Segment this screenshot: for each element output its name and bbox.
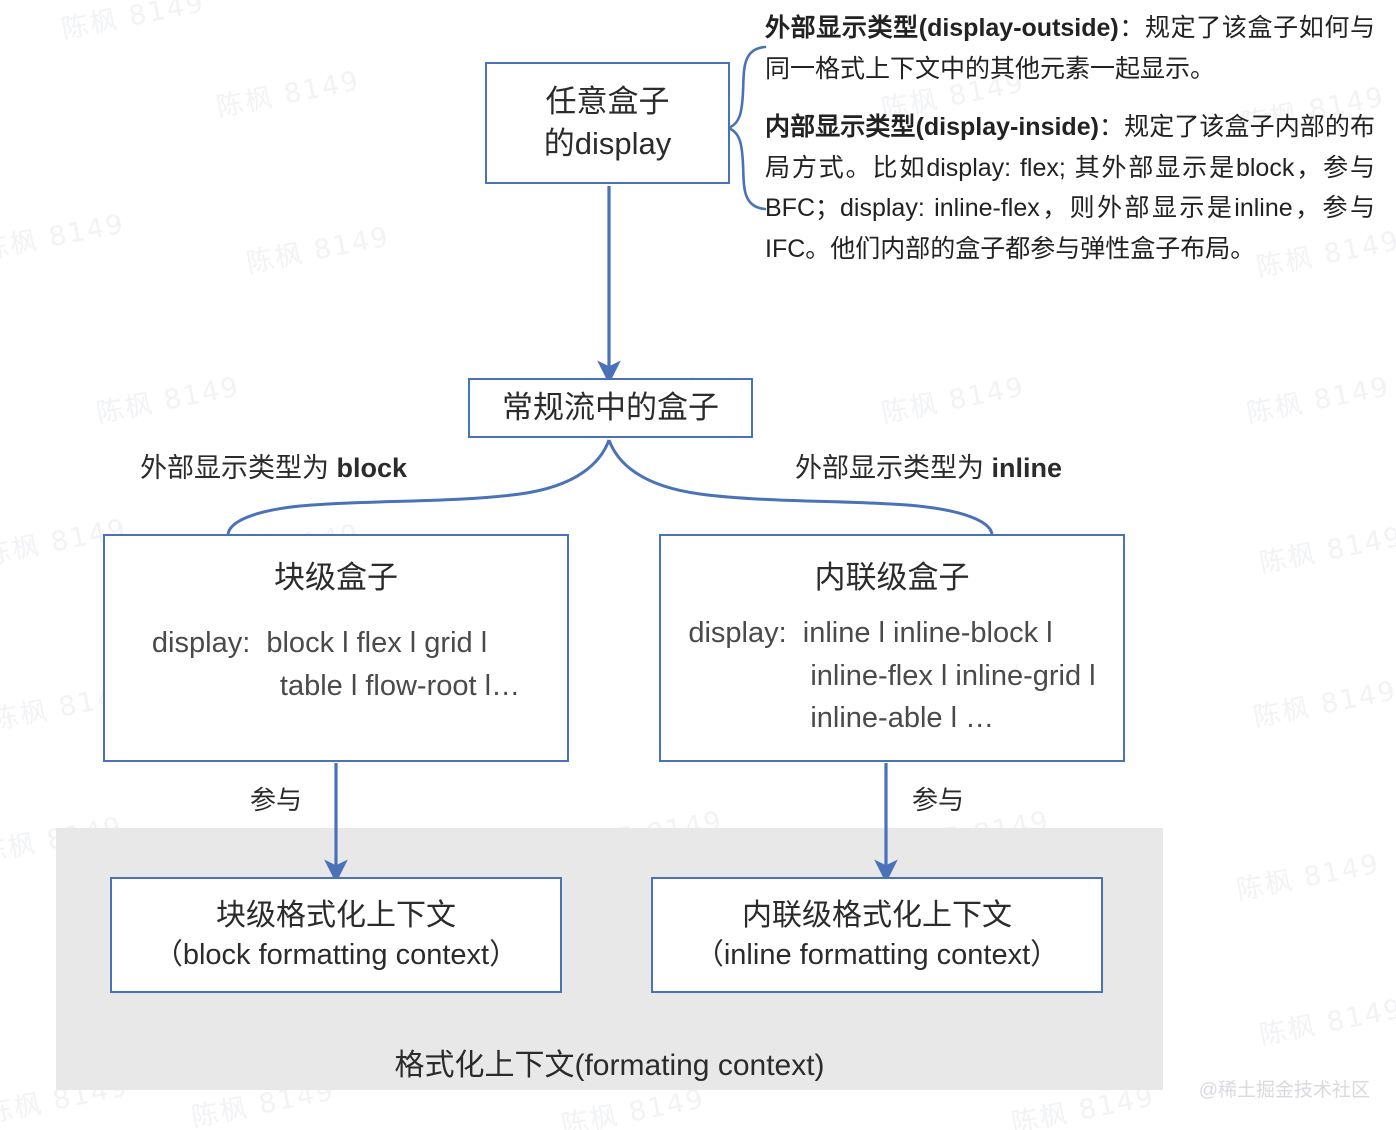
watermark-tile: 陈枫 8149	[93, 371, 243, 430]
edge-label-join-left: 参与	[250, 785, 303, 815]
annotation-display-inside-body: ：规定了该盒子内部的布局方式。比如display: flex; 其外部显示是bl…	[765, 113, 1375, 263]
watermark-tile: 陈枫 8149	[1233, 848, 1383, 907]
watermark-tile: 陈枫 8149	[58, 0, 208, 46]
node-inline-box-display: display: inline l inline-block l inline-…	[688, 612, 1095, 739]
watermark-tile: 陈枫 8149	[878, 371, 1028, 430]
watermark-tile: 陈枫 8149	[213, 65, 363, 124]
node-ifc-line2: （inline formatting context）	[694, 938, 1060, 971]
annotation-display-inside-heading: 内部显示类型(display-inside)	[765, 113, 1099, 141]
annotation-spacer	[765, 89, 1375, 107]
node-block-box-title: 块级盒子	[274, 560, 398, 595]
inline-display-line-1: display: inline l inline-block l	[688, 617, 1053, 650]
edge-label-block-prefix: 外部显示类型为	[140, 453, 337, 483]
node-bfc-line1: 块级格式化上下文	[216, 899, 456, 933]
node-normal-flow[interactable]: 常规流中的盒子	[468, 378, 753, 438]
node-ifc-line1: 内联级格式化上下文	[742, 899, 1012, 933]
annotation-display-outside-heading: 外部显示类型(display-outside)	[765, 14, 1119, 42]
edge-label-inline-prefix: 外部显示类型为	[795, 453, 992, 483]
watermark-tile: 陈枫 8149	[1256, 993, 1396, 1052]
edge-label-join-right: 参与	[912, 785, 965, 815]
watermark-tile: 陈枫 8149	[1243, 371, 1393, 430]
annotation-display-inside: 内部显示类型(display-inside)：规定了该盒子内部的布局方式。比如d…	[765, 107, 1375, 269]
block-display-line-2: table l flow-root l…	[279, 669, 521, 702]
watermark-tile: 陈枫 8149	[0, 208, 128, 267]
node-ifc[interactable]: 内联级格式化上下文 （inline formatting context）	[651, 877, 1103, 993]
node-block-box[interactable]: 块级盒子 display: block l flex l grid l tabl…	[103, 534, 569, 762]
block-display-line-1: display: block l flex l grid l	[151, 627, 488, 660]
node-any-box[interactable]: 任意盒子 的display	[485, 62, 730, 184]
node-bfc-line2: （block formatting context）	[153, 938, 519, 971]
annotation-group: 外部显示类型(display-outside)：规定了该盒子如何与同一格式上下文…	[765, 8, 1375, 269]
node-inline-box-title: 内联级盒子	[814, 560, 970, 595]
watermark-tile: 陈枫 8149	[1256, 521, 1396, 580]
node-block-box-display: display: block l flex l grid l table l f…	[152, 622, 520, 707]
edge-label-inline-value: inline	[991, 453, 1063, 483]
node-inline-box[interactable]: 内联级盒子 display: inline l inline-block l i…	[659, 534, 1125, 762]
inline-display-line-2: inline-flex l inline-grid l	[810, 659, 1096, 692]
watermark-tile: 陈枫 8149	[1250, 675, 1396, 734]
source-watermark: @稀土掘金技术社区	[1198, 1080, 1370, 1101]
annotation-display-outside-body: ：规定了该盒子如何与同一格式上下文中的其他元素一起显示。	[765, 14, 1375, 83]
node-any-box-line1: 任意盒子	[545, 83, 670, 119]
node-normal-flow-label: 常规流中的盒子	[502, 389, 719, 425]
node-bfc[interactable]: 块级格式化上下文 （block formatting context）	[110, 877, 562, 993]
formatting-context-caption: 格式化上下文(formating context)	[394, 1049, 825, 1082]
watermark-tile: 陈枫 8149	[243, 221, 393, 280]
inline-display-line-3: inline-able l …	[810, 701, 995, 734]
node-any-box-line2: 的display	[543, 126, 672, 161]
curly-brace-icon	[723, 45, 767, 211]
edge-label-block-branch: 外部显示类型为 block	[140, 446, 407, 485]
edge-label-block-value: block	[336, 453, 408, 483]
edge-label-inline-branch: 外部显示类型为 inline	[795, 446, 1062, 485]
annotation-display-outside: 外部显示类型(display-outside)：规定了该盒子如何与同一格式上下文…	[765, 8, 1375, 89]
